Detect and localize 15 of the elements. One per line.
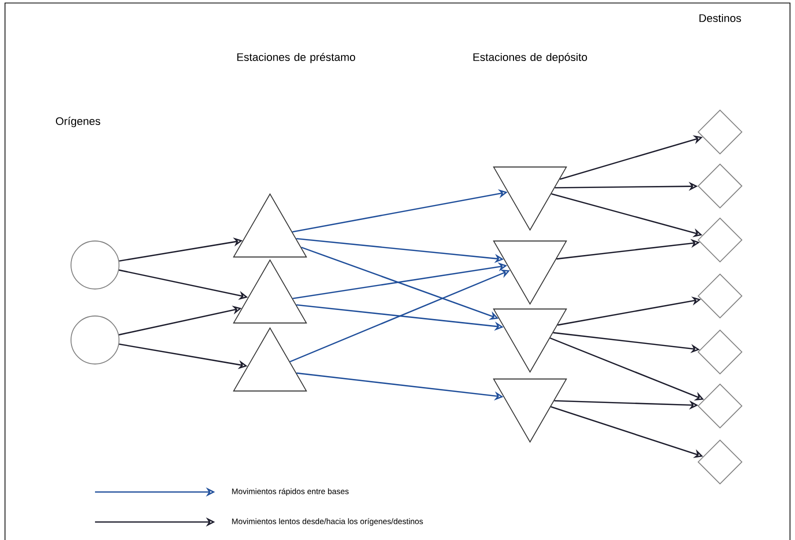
column-heading: Estaciones de depósito bbox=[473, 52, 587, 64]
diamond-node bbox=[698, 110, 742, 154]
diamond-node bbox=[698, 218, 742, 262]
diamond-node bbox=[698, 164, 742, 208]
diamond-node bbox=[698, 384, 742, 428]
column-heading: Estaciones de préstamo bbox=[237, 52, 356, 64]
column-heading: Orígenes bbox=[56, 116, 100, 128]
diamond-node bbox=[698, 440, 742, 484]
diamond-node bbox=[698, 330, 742, 374]
legend-text: Movimientos rápidos entre bases bbox=[232, 488, 349, 496]
circle-node bbox=[70, 240, 120, 290]
circle-node bbox=[70, 316, 120, 364]
diamond-node bbox=[698, 274, 742, 318]
column-heading: Destinos bbox=[700, 14, 741, 22]
legend-text: Movimientos lentos desde/hacia los orígenes/destinos bbox=[232, 518, 423, 526]
